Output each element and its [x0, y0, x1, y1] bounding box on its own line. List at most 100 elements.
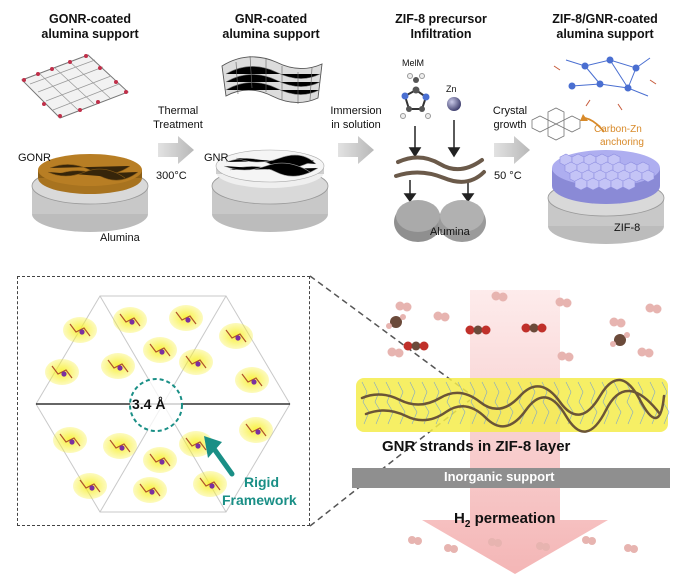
ch4-carbon	[390, 316, 402, 328]
h2-symbol: H	[454, 510, 465, 527]
infiltration-arrows	[403, 120, 475, 203]
ch4-carbon	[614, 334, 626, 346]
step-line1: Thermal	[157, 105, 199, 117]
co2-carbon	[411, 341, 421, 351]
h2-molecule-atom	[637, 347, 647, 357]
gnr-strands-layer	[360, 378, 666, 433]
linker	[69, 323, 91, 337]
co2-oxygen	[481, 325, 491, 335]
gnr-strands-label: GNR strands in ZIF-8 layer	[382, 438, 571, 455]
co2-oxygen	[403, 341, 413, 351]
step-line2: Treatment	[153, 119, 203, 131]
h2-molecule-atom	[582, 536, 590, 544]
zn-node	[235, 335, 241, 341]
stage-title-line1: GNR-coated	[234, 12, 308, 26]
zn-node	[251, 379, 257, 385]
label-melm: MelM	[402, 58, 424, 68]
framework-line	[637, 381, 646, 425]
zif8-crystal	[610, 177, 624, 191]
stage-title-zif8-gnr: ZIF-8/GNR-coated alumina support	[530, 12, 680, 42]
step-label-1: Thermal Treatment	[140, 104, 216, 132]
gas-molecules	[386, 291, 662, 553]
linker	[119, 313, 141, 327]
framework-line	[469, 381, 478, 425]
h2-subscript: 2	[464, 519, 471, 530]
linker	[139, 483, 161, 497]
zn-node	[117, 365, 123, 371]
label-zif8: ZIF-8	[614, 222, 641, 234]
zn-node	[149, 489, 155, 495]
h2-molecule-atom	[444, 544, 452, 552]
step-line2: growth	[493, 119, 527, 131]
process-arrow-2	[338, 136, 374, 164]
h2-molecule-atom	[488, 538, 496, 546]
gonr-sheet-illustration	[21, 54, 129, 119]
zn-node	[185, 317, 191, 323]
framework-line	[565, 381, 574, 425]
framework-line	[577, 381, 586, 425]
zoom-line-bottom	[309, 399, 471, 527]
gnr-sheet-illustration	[221, 55, 323, 104]
h2-molecule-atom	[387, 347, 397, 357]
label-zn: Zn	[446, 84, 457, 94]
framework-line	[589, 381, 598, 425]
framework-line	[613, 381, 622, 425]
yellow-density-lobes	[45, 305, 273, 503]
framework-line	[421, 381, 430, 425]
zif8-pore-structure	[35, 295, 291, 513]
h2-molecule-atom	[562, 298, 572, 308]
zif8-crystals	[559, 153, 655, 191]
pore-size-label: 3.4 Å	[132, 396, 166, 412]
linker	[51, 365, 73, 379]
linker	[107, 359, 129, 373]
zif8-crystal	[641, 169, 655, 183]
linker	[175, 311, 197, 325]
zn-node	[61, 371, 67, 377]
zn-atom	[447, 97, 461, 111]
step-line2: in solution	[331, 119, 381, 131]
linker	[199, 477, 221, 491]
framework-line	[481, 381, 490, 425]
linker	[149, 453, 171, 467]
framework-line	[505, 381, 514, 425]
stage-title-line1: ZIF-8/GNR-coated	[552, 12, 658, 26]
linker	[241, 373, 263, 387]
linker	[149, 343, 171, 357]
gnr-strands-precursor	[394, 155, 486, 184]
label-gnr: GNR	[204, 152, 229, 164]
zn-node	[79, 329, 85, 335]
h2-molecule-atom	[440, 312, 450, 322]
step-line1: Immersion	[330, 105, 382, 117]
linker	[245, 423, 267, 437]
linker	[225, 329, 247, 343]
linker	[79, 479, 101, 493]
ch4-hydrogen	[400, 314, 406, 320]
zn-node	[119, 445, 125, 451]
h2-molecule-atom	[609, 317, 619, 327]
framework-line	[409, 381, 418, 425]
co2-oxygen	[465, 325, 475, 335]
h2-molecule-atom	[402, 302, 412, 312]
step-label-3: Crystal growth	[480, 104, 540, 132]
stage-title-line2: Infiltration	[410, 27, 472, 41]
h2-molecule-atom	[645, 303, 655, 313]
h2-molecule-atom	[395, 301, 405, 311]
stage-title-line2: alumina support	[556, 27, 654, 41]
alumina-disc-1	[31, 154, 149, 232]
framework-label: Framework	[222, 492, 297, 508]
h2-molecule-atom	[536, 542, 544, 550]
zn-node	[159, 349, 165, 355]
anchor-arrowhead	[580, 114, 588, 121]
h2-molecule-atom	[498, 292, 508, 302]
h2-molecule-atom	[557, 351, 567, 361]
zn-node	[89, 485, 95, 491]
h2-molecule-atom	[433, 311, 443, 321]
inorganic-support-bar	[352, 468, 670, 488]
rigid-label: Rigid	[244, 474, 279, 490]
h2-molecule-atom	[450, 545, 458, 553]
h2-molecule-atom	[616, 318, 626, 328]
zn-node	[69, 439, 75, 445]
linker	[59, 433, 81, 447]
h2-molecule-atom	[624, 544, 632, 552]
zif8-crystal	[598, 177, 612, 191]
